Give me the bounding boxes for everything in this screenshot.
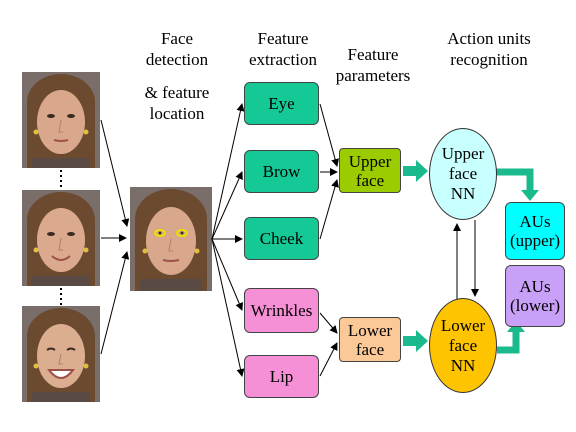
au-label: (lower) (509, 296, 561, 315)
au-box-upper: AUs (upper) (505, 202, 565, 260)
nn-label: face (448, 335, 478, 355)
header-line: extraction (249, 50, 317, 69)
au-label: AUs (519, 212, 551, 231)
face-photo-laugh (22, 306, 100, 402)
nn-label: Lower (440, 315, 486, 335)
feature-label: Brow (262, 162, 301, 181)
feature-label: Eye (268, 94, 295, 113)
au-box-lower: AUs (lower) (505, 265, 565, 327)
header-line: location (149, 104, 205, 123)
feature-box-lip: Lip (244, 355, 319, 398)
feature-box-eye: Eye (244, 82, 319, 125)
nn-label: face (448, 164, 478, 183)
feature-box-cheek: Cheek (244, 217, 319, 260)
param-box-lower-face: Lower face (339, 317, 401, 362)
param-label: Lower (347, 320, 393, 340)
au-label: AUs (519, 277, 551, 296)
header-feature-extraction: Feature extraction (238, 28, 328, 70)
header-line: parameters (335, 66, 411, 85)
au-label: (upper) (509, 231, 561, 250)
face-photo-detected (130, 187, 212, 291)
header-line: Feature (257, 29, 309, 48)
feature-label: Wrinkles (250, 301, 313, 320)
param-label: face (355, 170, 385, 190)
header-line: Feature (347, 45, 399, 64)
header-line: Action units (447, 29, 531, 48)
nn-label: NN (450, 355, 476, 375)
feature-box-wrinkles: Wrinkles (244, 288, 319, 333)
face-photo-smile (22, 190, 100, 286)
param-label: Upper (348, 151, 392, 171)
nn-upper-face: Upper face NN (429, 128, 497, 220)
header-feature-parameters: Feature parameters (330, 44, 416, 86)
nn-label: Upper (441, 144, 485, 163)
header-line: Face (160, 29, 194, 48)
header-line: detection (145, 50, 209, 69)
param-label: face (355, 339, 385, 359)
feature-box-brow: Brow (244, 150, 319, 193)
nn-lower-face: Lower face NN (429, 298, 497, 393)
header-line: recognition (450, 50, 528, 69)
param-box-upper-face: Upper face (339, 148, 401, 193)
face-photo-neutral (22, 72, 100, 168)
feature-label: Lip (269, 367, 294, 386)
nn-label: NN (450, 184, 476, 203)
header-face-detection: Face detection & feature location (132, 28, 222, 124)
header-line: & feature (144, 83, 210, 102)
feature-label: Cheek (259, 229, 304, 248)
header-action-units: Action units recognition (432, 28, 546, 70)
